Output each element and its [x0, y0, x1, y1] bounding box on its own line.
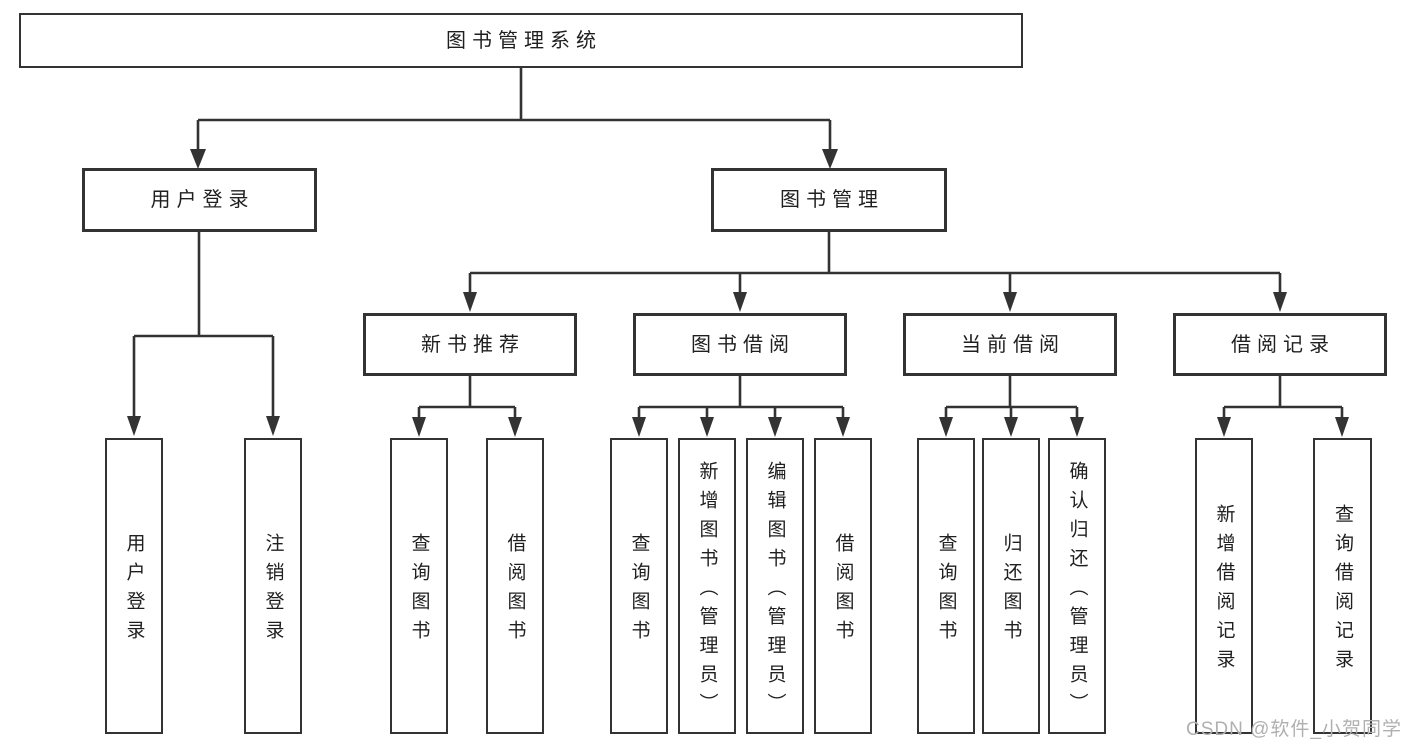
arrow-down-icon [508, 417, 522, 437]
arrow-down-icon [412, 417, 426, 437]
node-book-borrow: 图书借阅 [633, 313, 847, 376]
leaf-br-add-record: 新增借阅记录 [1195, 438, 1253, 734]
arrow-down-icon [822, 149, 838, 169]
node-borrow-record: 借阅记录 [1173, 313, 1387, 376]
connector-line [637, 376, 845, 418]
arrow-down-icon [1004, 417, 1018, 437]
arrow-down-icon [190, 149, 206, 169]
node-user-login: 用户登录 [82, 168, 317, 232]
leaf-bb-borrow-books: 借阅图书 [814, 438, 872, 734]
leaf-cb-query-books: 查询图书 [917, 438, 975, 734]
node-root-system: 图书管理系统 [19, 13, 1023, 68]
connector-line [468, 232, 1282, 293]
node-new-book-recommend: 新书推荐 [363, 313, 577, 376]
arrow-down-icon [939, 417, 953, 437]
arrow-down-icon [700, 417, 714, 437]
connector-line [944, 376, 1079, 418]
leaf-cb-return-books: 归还图书 [982, 438, 1040, 734]
watermark: CSDN @软件_小贺同学 [1186, 719, 1402, 740]
leaf-bb-add-books-admin: 新增图书（管理员） [678, 438, 736, 734]
leaf-user-login: 用户登录 [105, 438, 163, 734]
arrow-down-icon [463, 292, 477, 312]
arrow-down-icon [733, 292, 747, 312]
leaf-nbr-borrow-books: 借阅图书 [486, 438, 544, 734]
connector-line [196, 68, 832, 150]
arrow-down-icon [768, 417, 782, 437]
leaf-logout: 注销登录 [244, 438, 302, 734]
arrow-down-icon [127, 416, 141, 436]
arrow-down-icon [632, 417, 646, 437]
arrow-down-icon [836, 417, 850, 437]
leaf-bb-edit-books-admin: 编辑图书（管理员） [746, 438, 804, 734]
leaf-bb-query-books: 查询图书 [610, 438, 668, 734]
leaf-cb-confirm-return-admin: 确认归还（管理员） [1048, 438, 1106, 734]
node-current-borrow: 当前借阅 [903, 313, 1117, 376]
arrow-down-icon [266, 416, 280, 436]
arrow-down-icon [1273, 292, 1287, 312]
arrow-down-icon [1335, 417, 1349, 437]
arrow-down-icon [1217, 417, 1231, 437]
leaf-nbr-query-books: 查询图书 [390, 438, 448, 734]
connector-line [1222, 376, 1344, 418]
connector-line [417, 376, 517, 418]
arrow-down-icon [1003, 292, 1017, 312]
node-book-management: 图书管理 [711, 168, 947, 232]
leaf-br-query-record: 查询借阅记录 [1313, 438, 1372, 734]
arrow-down-icon [1070, 417, 1084, 437]
connector-line [132, 232, 275, 417]
